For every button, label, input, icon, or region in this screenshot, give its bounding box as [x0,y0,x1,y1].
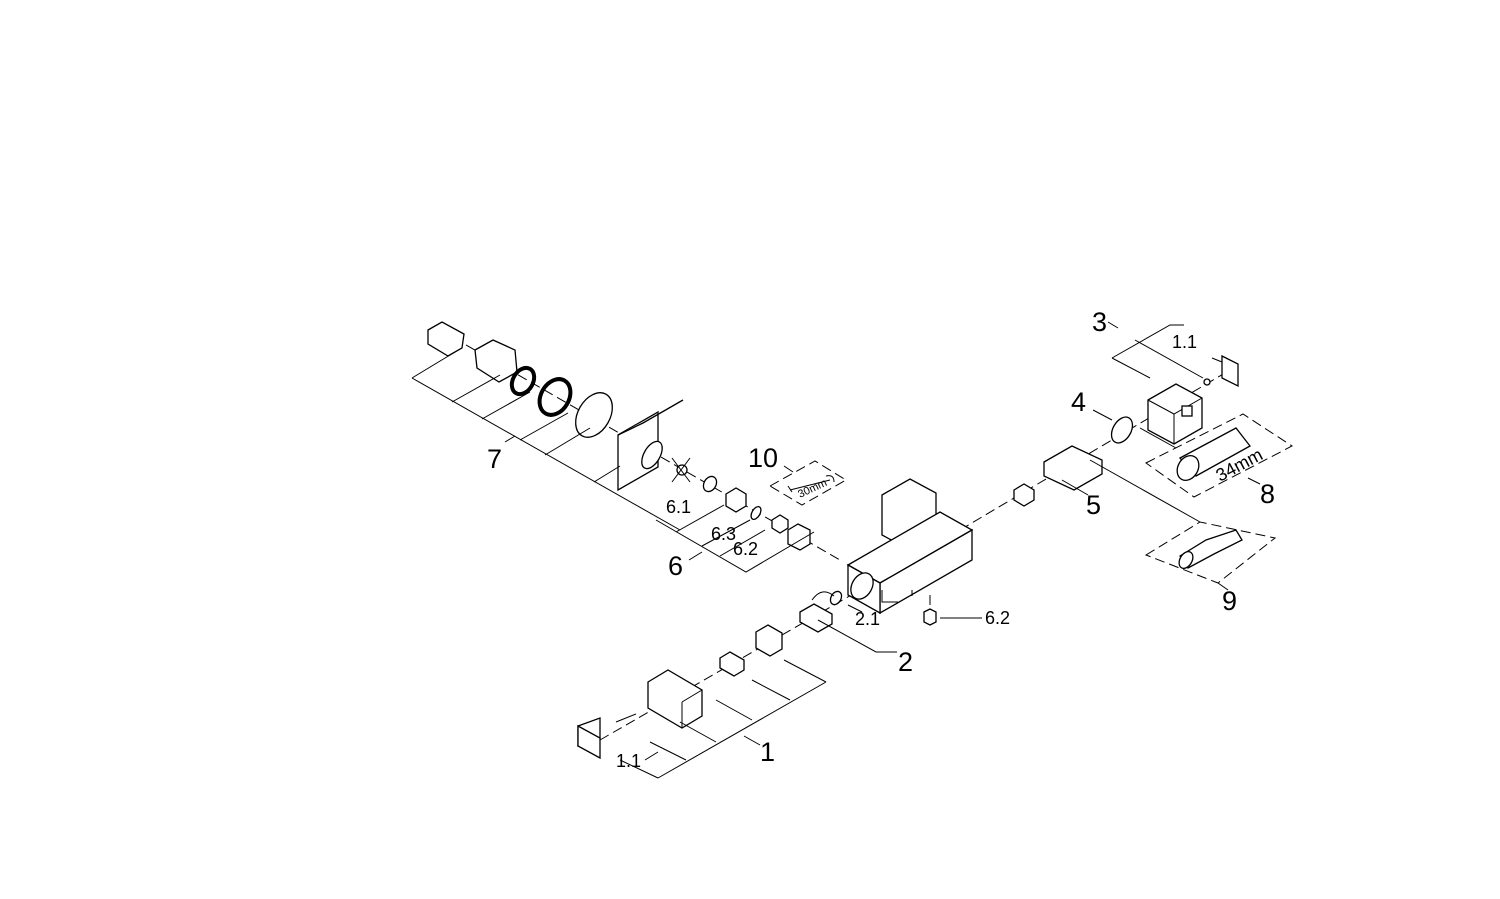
label-9: 9 [1222,586,1237,616]
label-5: 5 [1086,490,1101,520]
label-2: 2 [898,647,913,677]
group-1-parts [577,624,783,760]
label-10: 10 [748,443,778,473]
label-6-2-bottom: 6.2 [985,608,1010,628]
label-1-1-bottom: 1.1 [616,751,641,771]
assembly-axes [439,329,1231,741]
group-1-leaders: 1.1 1 [616,659,827,779]
cartridge-9-box: 9 [1144,521,1277,616]
label-3: 3 [1092,307,1107,337]
group-right-parts [1013,354,1239,507]
label-6: 6 [668,551,683,581]
label-1-1-top: 1.1 [1172,332,1197,352]
wrench-size-label: 30mm [796,477,829,501]
group-2-parts: 2.1 2 [799,590,913,677]
wrench-tool-10: 30mm 10 [748,443,847,506]
label-6-3: 6.3 [711,524,736,544]
label-6-1: 6.1 [666,497,691,517]
mixer-body [846,478,974,615]
group-right-leaders: 3 1.1 4 5 [1061,307,1223,523]
label-8: 8 [1260,479,1275,509]
label-6-2: 6.2 [733,539,758,559]
group-7-leaders: 7 [411,351,681,531]
label-7: 7 [487,444,502,474]
part-6-2-bottom: 6.2 [923,595,1010,628]
label-4: 4 [1071,387,1086,417]
label-2-1: 2.1 [855,609,880,629]
label-1: 1 [760,737,775,767]
group-7-parts [427,321,691,492]
group-6-leaders: 6.1 6.3 6.2 6 [655,497,815,581]
